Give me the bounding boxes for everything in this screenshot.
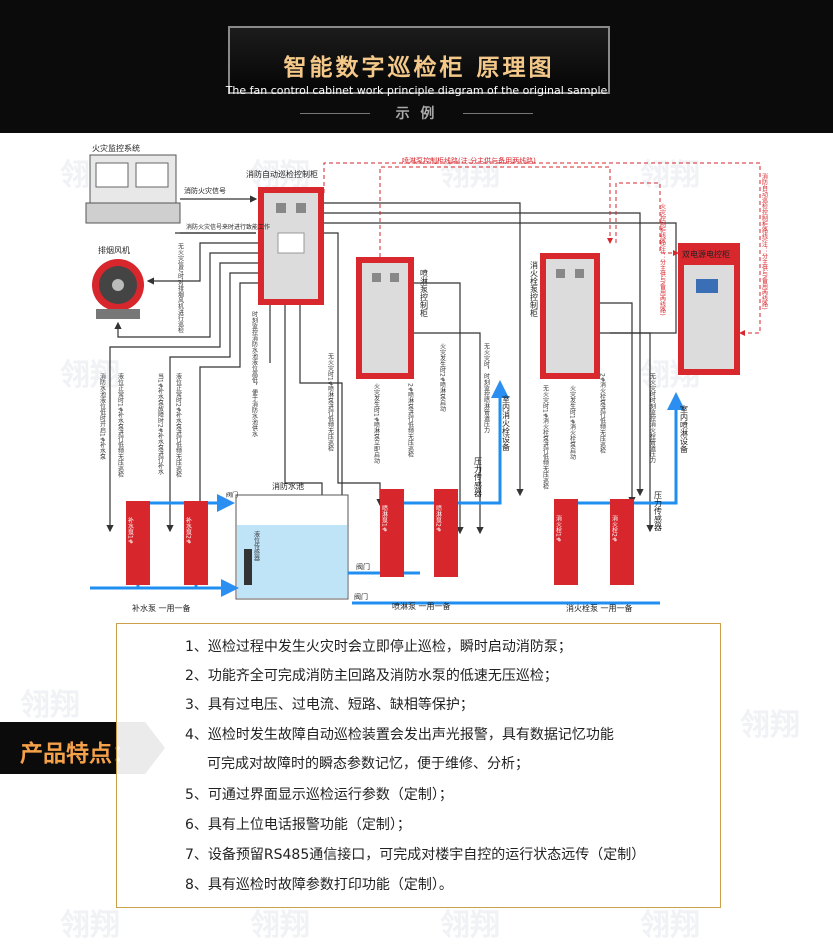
svg-text:火灾发生时1#消火栓泵启动: 火灾发生时1#消火栓泵启动 bbox=[569, 385, 576, 461]
makeup-pumps-label: 补水泵 一用一备 bbox=[132, 603, 191, 613]
spray-pump-cabinet: 喷淋泵控制柜 bbox=[356, 257, 429, 379]
pump-makeup-1: 补水泵1# bbox=[126, 501, 150, 585]
svg-text:无火灾时1#消火栓泵进行低频无压巡检: 无火灾时1#消火栓泵进行低频无压巡检 bbox=[542, 385, 549, 491]
feature-item: 6、具有上位电话报警功能（定制）； bbox=[185, 817, 411, 833]
feature-item: 3、具有过电压、过电流、短路、缺相等保护； bbox=[185, 697, 474, 713]
feature-item: 2、功能齐全可完成消防主回路及消防水泵的低速无压巡检； bbox=[185, 668, 558, 684]
feature-item: 1、巡检过程中发生火灾时会立即停止巡检，瞬时启动消防泵； bbox=[185, 639, 572, 655]
backup-lines bbox=[323, 162, 761, 336]
fire-signal-note: 消防火灾信号来时进行致能工作 bbox=[186, 223, 270, 231]
power-line-label: 火灾控制柜线路(注：分主供与备用两线路) bbox=[659, 203, 666, 316]
feature-item: 7、设备预留RS485通信接口，可完成对楼宇自控的运行状态远传（定制） bbox=[185, 847, 646, 863]
pump-hydrant-2: 消火栓2# bbox=[610, 499, 634, 585]
pool-label: 消防水池 bbox=[272, 481, 304, 491]
valve-label: 阀门 bbox=[356, 562, 370, 571]
valve-label-2: 阀门 bbox=[354, 592, 368, 601]
pump-spray-1: 喷淋泵1# bbox=[380, 489, 404, 577]
svg-text:当1#补水泵故障时2#补水泵进行补水: 当1#补水泵故障时2#补水泵进行补水 bbox=[157, 372, 164, 475]
pressure-sensor-label: 压力传感器 bbox=[474, 457, 483, 498]
svg-text:火灾发生时2#喷淋泵启动: 火灾发生时2#喷淋泵启动 bbox=[439, 343, 446, 413]
hydrant-cabinet-label: 消火栓泵控制柜 bbox=[530, 260, 539, 318]
example-label: 示 例 bbox=[395, 106, 438, 122]
spray-cabinet-label: 喷淋泵控制柜 bbox=[420, 268, 429, 318]
svg-text:补水泵2#: 补水泵2# bbox=[185, 516, 192, 544]
svg-text:液位正常时2#补水泵进行低频无压巡检: 液位正常时2#补水泵进行低频无压巡检 bbox=[175, 372, 182, 479]
right-line-label: 消防自动巡检控制柜路线(注：分主供与备用两线路) bbox=[761, 172, 768, 309]
vertical-notes: 消防水池液位低时开启1#补水泵 液位正常时1#补水泵进行低频无压巡检 当1#补水… bbox=[99, 243, 656, 491]
svg-text:火灾发生时1#喷淋泵立即启动: 火灾发生时1#喷淋泵立即启动 bbox=[373, 383, 380, 465]
valve-label-3: 阀门 bbox=[226, 491, 238, 499]
svg-text:喷淋泵2#: 喷淋泵2# bbox=[435, 504, 442, 532]
fire-monitor-label: 火灾监控系统 bbox=[92, 143, 140, 153]
watermark-text: 翎翔 bbox=[740, 708, 800, 743]
page-title: 智能数字巡检柜 原理图 bbox=[283, 55, 555, 81]
pumps: 补水泵1# 补水泵2# 喷淋泵1# 喷淋泵2# 消火栓1# 消火栓2# bbox=[126, 489, 634, 585]
title-frame: 智能数字巡检柜 原理图 bbox=[228, 26, 610, 94]
svg-text:无火灾信号时对排烟风机进行巡检: 无火灾信号时对排烟风机进行巡检 bbox=[177, 243, 184, 334]
watermark-text: 翎翔 bbox=[20, 688, 80, 723]
feature-item: 4、巡检时发生故障自动巡检装置会发出声光报警，具有数据记忆功能 bbox=[185, 727, 614, 743]
spray-line-label: 喷淋泵控制柜线路(注:分主供与备用两线路) bbox=[402, 156, 536, 165]
smoke-fan-label: 排烟风机 bbox=[98, 245, 130, 255]
svg-text:无火灾时，时刻监控喷淋管道压力: 无火灾时，时刻监控喷淋管道压力 bbox=[483, 343, 490, 434]
feature-item: 5、可通过界面显示巡检运行参数（定制）； bbox=[185, 787, 453, 803]
svg-text:2#喷淋泵进行低频无压巡检: 2#喷淋泵进行低频无压巡检 bbox=[407, 383, 414, 459]
svg-text:补水泵1#: 补水泵1# bbox=[127, 516, 134, 544]
divider-right bbox=[463, 113, 533, 114]
svg-text:液位正常时1#补水泵进行低频无压巡检: 液位正常时1#补水泵进行低频无压巡检 bbox=[117, 372, 124, 479]
svg-text:消防水池液位低时开启1#补水泵: 消防水池液位低时开启1#补水泵 bbox=[99, 372, 106, 460]
fire-signal-label: 消防火灾信号 bbox=[184, 186, 226, 195]
feature-item: 8、具有巡检时故障参数打印功能（定制）。 bbox=[185, 877, 453, 893]
watermark-text: 翎翔 bbox=[640, 908, 700, 943]
principle-diagram: 火灾监控系统 排烟风机 消防自动巡检控制柜 喷淋泵控制柜 消火栓泵控制柜 bbox=[85, 143, 768, 613]
hydrant-pump-cabinet: 消火栓泵控制柜 bbox=[530, 253, 600, 379]
watermark-text: 翎翔 bbox=[250, 908, 310, 943]
pump-spray-2: 喷淋泵2# bbox=[434, 489, 458, 577]
svg-text:消火栓2#: 消火栓2# bbox=[611, 514, 618, 542]
watermark-text: 翎翔 bbox=[640, 158, 700, 193]
level-sensor-label: 液位传感器 bbox=[253, 530, 260, 562]
main-patrol-cabinet: 消防自动巡检控制柜 bbox=[246, 169, 324, 305]
svg-text:时刻监控消防水池液位高低，便于消防水池供水: 时刻监控消防水池液位高低，便于消防水池供水 bbox=[251, 310, 258, 437]
svg-text:2#消火栓泵进行低频无压巡检: 2#消火栓泵进行低频无压巡检 bbox=[599, 373, 606, 455]
watermark-text: 翎翔 bbox=[440, 908, 500, 943]
features-title: 产品特点： bbox=[20, 741, 135, 767]
power-cabinet-label: 双电源电控柜 bbox=[682, 249, 730, 259]
fire-monitor-system: 火灾监控系统 bbox=[85, 143, 181, 224]
watermark-text: 翎翔 bbox=[60, 908, 120, 943]
svg-text:消火栓1#: 消火栓1# bbox=[555, 514, 562, 542]
svg-text:无火灾时1#喷淋泵进行低频无压巡检: 无火灾时1#喷淋泵进行低频无压巡检 bbox=[327, 353, 334, 453]
page-subtitle: The fan control cabinet work principle d… bbox=[225, 84, 608, 97]
svg-text:无火灾时时刻监控消火栓管道压力: 无火灾时时刻监控消火栓管道压力 bbox=[649, 373, 656, 464]
dual-power-cabinet: 双电源电控柜 bbox=[678, 243, 740, 375]
divider-left bbox=[300, 113, 370, 114]
pump-hydrant-1: 消火栓1# bbox=[554, 499, 578, 585]
main-cabinet-label: 消防自动巡检控制柜 bbox=[246, 169, 318, 179]
indoor-hydrant-label: 室内消火栓设备 bbox=[502, 394, 511, 452]
hydrant-pumps-label: 消火栓泵 一用一备 bbox=[566, 603, 633, 613]
features-box: 1、巡检过程中发生火灾时会立即停止巡检，瞬时启动消防泵； 2、功能齐全可完成消防… bbox=[116, 623, 721, 908]
fire-pool: 消防水池 液位传感器 bbox=[235, 481, 349, 600]
indoor-spray-label: 室内喷淋设备 bbox=[680, 404, 689, 454]
svg-text:喷淋泵1#: 喷淋泵1# bbox=[381, 504, 388, 532]
header-banner: 智能数字巡检柜 原理图 The fan control cabinet work… bbox=[0, 0, 833, 133]
smoke-fan: 排烟风机 bbox=[92, 245, 144, 319]
watermark-text: 翎翔 bbox=[440, 158, 500, 193]
feature-item-continued: 可完成对故障时的瞬态参数记忆，便于维修、分析； bbox=[207, 756, 529, 772]
spray-pumps-label: 喷淋泵 一用一备 bbox=[392, 601, 451, 611]
pump-makeup-2: 补水泵2# bbox=[184, 501, 208, 585]
pressure-sensor-label-2: 压力传感器 bbox=[654, 491, 663, 532]
